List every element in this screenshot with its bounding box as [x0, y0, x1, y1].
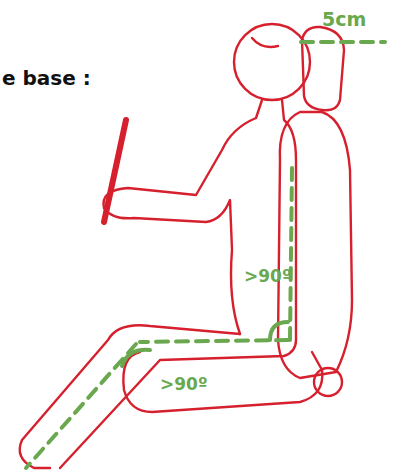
dimension-label: 5cm — [322, 10, 366, 29]
seat-back — [278, 112, 352, 378]
torso-back — [282, 100, 296, 340]
angle-label: >90º — [160, 376, 208, 393]
seat-hinge — [314, 368, 342, 396]
steering-wheel — [104, 120, 126, 222]
knee-angle-arc — [122, 350, 150, 366]
leg-angle-line — [26, 344, 136, 468]
headrest-gap-line — [301, 40, 385, 44]
leg-back — [60, 340, 296, 468]
thigh-angle-line — [140, 340, 288, 342]
angle-label: >90º — [244, 268, 292, 285]
hip-angle-arc — [270, 322, 288, 340]
head — [234, 24, 310, 100]
hair — [252, 38, 278, 47]
torso-front-arm — [104, 100, 263, 334]
leg-front — [20, 325, 240, 468]
intro-heading: e base : — [2, 68, 91, 88]
back-angle-line — [290, 168, 292, 340]
seat-cushion — [123, 352, 322, 412]
